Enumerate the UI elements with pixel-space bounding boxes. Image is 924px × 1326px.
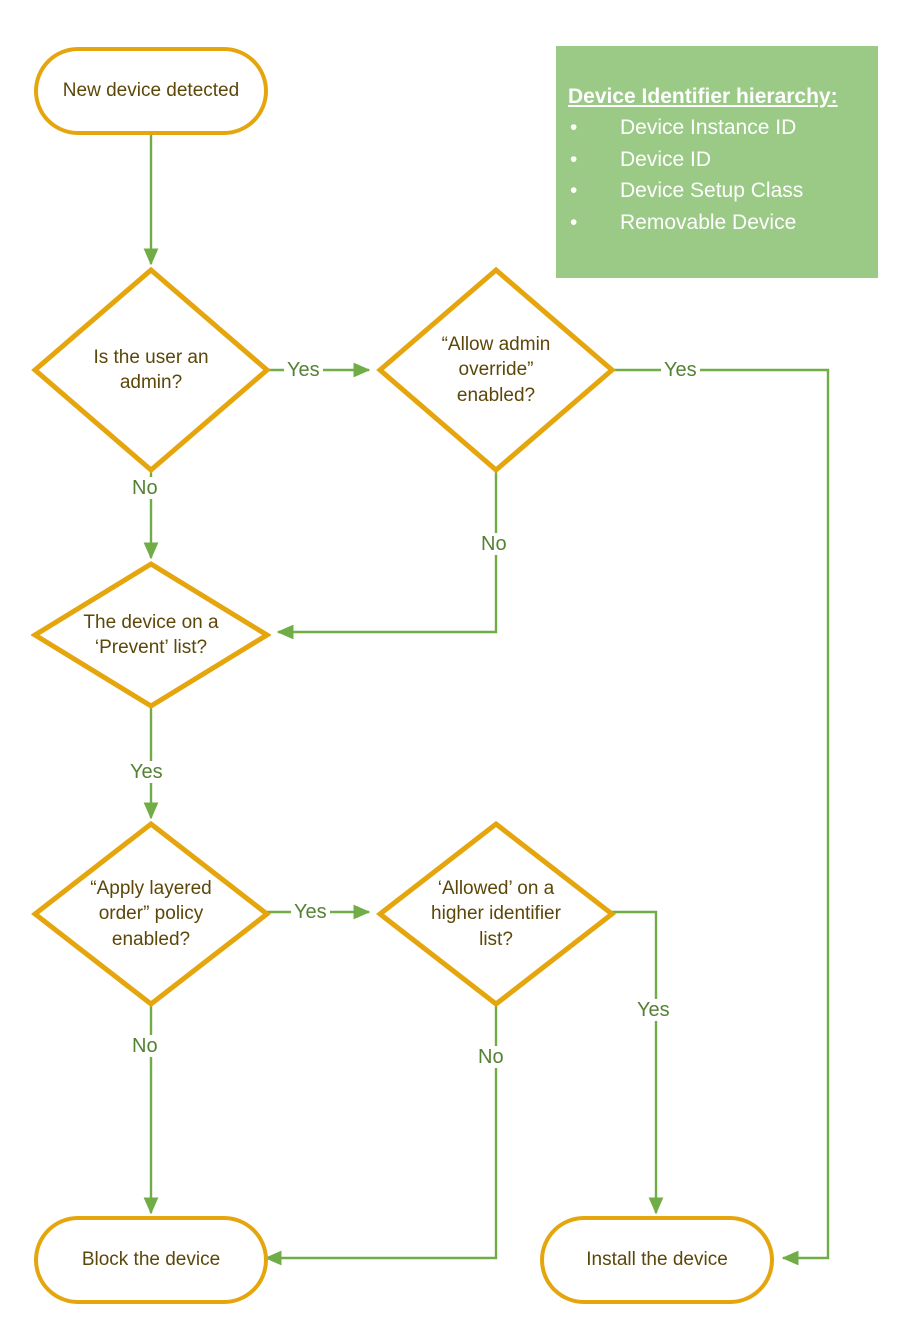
legend-item: • Removable Device	[564, 207, 878, 239]
edge-label-is-admin-no: No	[129, 477, 161, 499]
edge-label-override-no: No	[478, 533, 510, 555]
node-label: Is the user an admin?	[93, 346, 209, 393]
legend-item-label: Removable Device	[620, 210, 797, 234]
legend-item: • Device Setup Class	[564, 175, 878, 207]
node-new-device-detected[interactable]: New device detected	[34, 47, 268, 135]
edge-override-yes	[609, 368, 830, 1266]
bullet-icon: •	[570, 179, 578, 203]
node-label: The device on a ‘Prevent’ list?	[83, 611, 219, 658]
edge-label-is-admin-yes: Yes	[284, 359, 323, 381]
legend-item-label: Device Setup Class	[620, 179, 804, 203]
node-install-the-device[interactable]: Install the device	[540, 1216, 774, 1304]
node-label: “Allow admin override” enabled?	[441, 334, 551, 406]
edge-label-allowed-no: No	[475, 1046, 507, 1068]
legend-title: Device Identifier hierarchy:	[568, 85, 838, 108]
node-apply-layered-order-policy-enabled[interactable]: “Apply layered order” policy enabled?	[31, 820, 271, 1008]
node-allow-admin-override-enabled[interactable]: “Allow admin override” enabled?	[376, 266, 616, 474]
edge-label-layered-yes: Yes	[291, 901, 330, 923]
bullet-icon: •	[570, 147, 578, 171]
legend-item-label: Device Instance ID	[620, 116, 797, 140]
edge-label-prevent-yes: Yes	[127, 761, 166, 783]
edge-allowed-yes	[609, 910, 664, 1215]
legend-device-identifier-hierarchy: Device Identifier hierarchy: • Device In…	[556, 46, 878, 278]
node-label: “Apply layered order” policy enabled?	[90, 878, 212, 950]
node-allowed-on-a-higher-identifier-list[interactable]: ‘Allowed’ on a higher identifier list?	[376, 820, 616, 1008]
edge-label-layered-no: No	[129, 1035, 161, 1057]
node-label: New device detected	[62, 80, 240, 102]
node-block-the-device[interactable]: Block the device	[34, 1216, 268, 1304]
edge-label-allowed-yes: Yes	[634, 999, 673, 1021]
node-label: Block the device	[81, 1249, 221, 1271]
node-label: ‘Allowed’ on a higher identifier list?	[431, 878, 561, 950]
legend-list: • Device Instance ID • Device ID • Devic…	[564, 112, 878, 238]
edge-override-no	[276, 456, 498, 640]
edge-label-override-yes: Yes	[661, 359, 700, 381]
node-device-on-a-prevent-list[interactable]: The device on a ‘Prevent’ list?	[31, 560, 271, 710]
legend-item: • Device ID	[564, 144, 878, 176]
edge-allowed-no	[264, 1005, 498, 1266]
node-is-the-user-an-admin[interactable]: Is the user an admin?	[31, 266, 271, 474]
legend-item: • Device Instance ID	[564, 112, 878, 144]
bullet-icon: •	[570, 116, 578, 140]
legend-item-label: Device ID	[620, 147, 712, 171]
node-label: Install the device	[586, 1249, 728, 1271]
bullet-icon: •	[570, 210, 578, 234]
